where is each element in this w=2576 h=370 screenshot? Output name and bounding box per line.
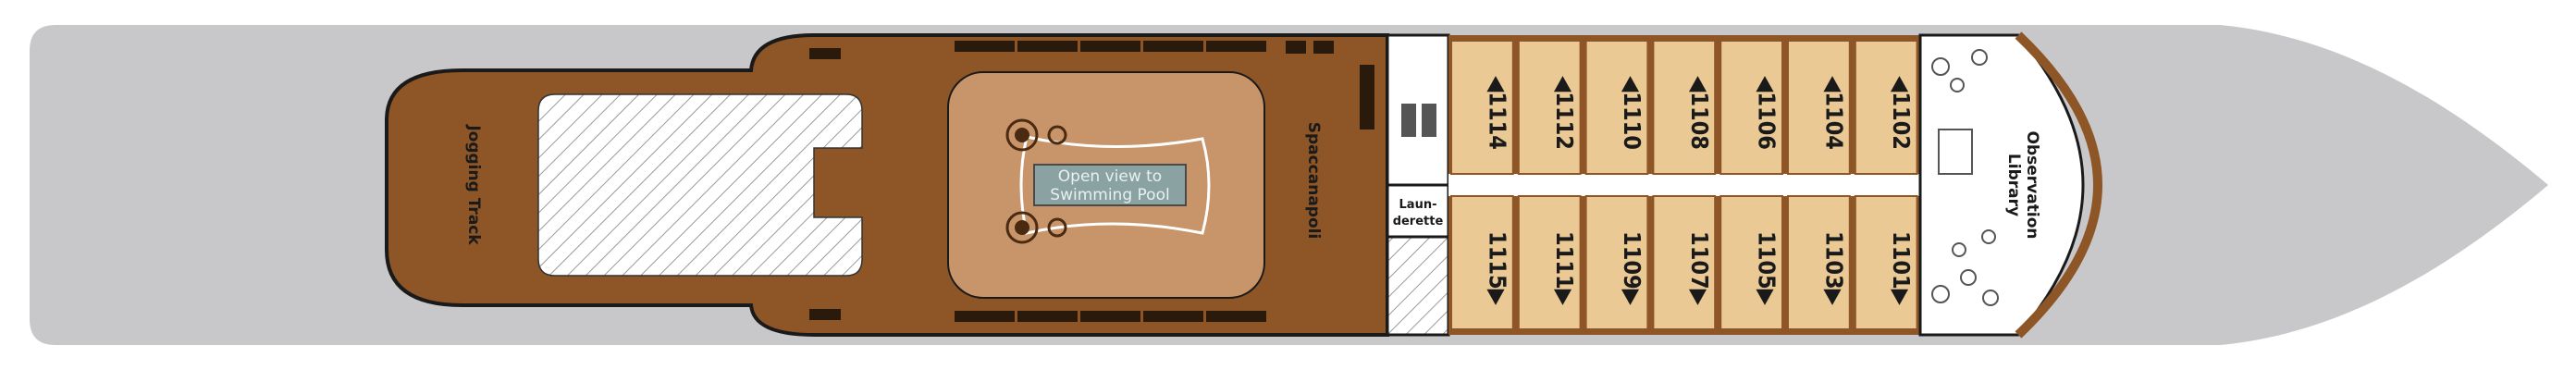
cabin-number: ◀1110: [1619, 76, 1645, 150]
cabin-1115[interactable]: 1115▶: [1450, 195, 1514, 330]
cabin-number: ◀1108: [1686, 76, 1713, 150]
elevator-right: [1422, 104, 1436, 137]
cabin-box: [1719, 40, 1783, 175]
service-area: [1386, 235, 1450, 337]
cabin-number: 1109▶: [1619, 231, 1645, 306]
cabin-box: [1450, 40, 1514, 175]
cabin-1106[interactable]: ◀1106: [1719, 40, 1783, 175]
pool-jacuzzi-bottom: [1005, 211, 1067, 244]
cabin-box: [1787, 40, 1851, 175]
cabin-number: 1115▶: [1484, 231, 1510, 306]
pool-label: Open view to: [1058, 167, 1162, 186]
cabin-box: [1450, 195, 1514, 330]
launderette-label-line2: derette: [1393, 215, 1444, 228]
cabin-box: [1517, 195, 1582, 330]
cabins-top-row: ◀1114 ◀1112 ◀1110 ◀1108 ◀1106 ◀1104 ◀1102: [1450, 40, 1918, 175]
cabin-1104[interactable]: ◀1104: [1787, 40, 1851, 175]
cabin-1111[interactable]: 1111▶: [1517, 195, 1582, 330]
bow-rail: [2015, 31, 2103, 339]
cabin-1101[interactable]: 1101▶: [1854, 195, 1918, 330]
cabin-1102[interactable]: ◀1102: [1854, 40, 1918, 175]
cabin-number: 1103▶: [1820, 231, 1847, 306]
deck-chairs: [809, 41, 1374, 322]
pool-label-line2: Swimming Pool: [1050, 186, 1169, 204]
cabin-box: [1854, 40, 1918, 175]
cabin-box: [1854, 195, 1918, 330]
launderette-label: Laun-: [1399, 198, 1437, 212]
cabin-box: [1652, 195, 1717, 330]
pool-water: [1033, 164, 1187, 206]
jogging-track-area: [537, 93, 863, 277]
cabin-number: ◀1104: [1820, 76, 1847, 150]
elevator-left: [1401, 104, 1416, 137]
cabin-1112[interactable]: ◀1112: [1517, 40, 1582, 175]
spaccanapoli-label: Spaccanapoli: [1304, 122, 1323, 240]
stairwell: [1386, 33, 1450, 187]
cabin-box: [1517, 40, 1582, 175]
cabin-number: 1101▶: [1888, 231, 1915, 306]
cabin-1105[interactable]: 1105▶: [1719, 195, 1783, 330]
cabin-1114[interactable]: ◀1114: [1450, 40, 1514, 175]
cabin-box: [1584, 195, 1649, 330]
cabin-box: [1584, 40, 1649, 175]
cabin-1109[interactable]: 1109▶: [1584, 195, 1649, 330]
cabin-box: [1787, 195, 1851, 330]
cabin-number: ◀1112: [1551, 76, 1578, 150]
observation-library-label-line2: Library: [2004, 154, 2023, 216]
cabin-1108[interactable]: ◀1108: [1652, 40, 1717, 175]
cabin-1107[interactable]: 1107▶: [1652, 195, 1717, 330]
cabin-box: [1719, 195, 1783, 330]
cabin-number: ◀1106: [1754, 76, 1781, 150]
cabin-1103[interactable]: 1103▶: [1787, 195, 1851, 330]
library-furniture: [1931, 49, 1999, 306]
jogging-track-label: Jogging Track: [464, 124, 483, 245]
cabin-box: [1652, 40, 1717, 175]
cabin-number: 1107▶: [1686, 231, 1713, 306]
cabin-1110[interactable]: ◀1110: [1584, 40, 1649, 175]
cabin-number: ◀1102: [1888, 76, 1915, 150]
observation-library-label: Observation: [2023, 131, 2041, 240]
cabins-bottom-row: 1115▶ 1111▶ 1109▶ 1107▶ 1105▶ 1103▶ 1101▶: [1450, 195, 1918, 330]
cabin-number: 1111▶: [1551, 231, 1578, 306]
cabin-corridor: [1448, 174, 1920, 196]
pool-jacuzzi-top: [1005, 118, 1067, 152]
cabin-number: 1105▶: [1754, 231, 1781, 306]
cabin-number: ◀1114: [1484, 76, 1510, 150]
